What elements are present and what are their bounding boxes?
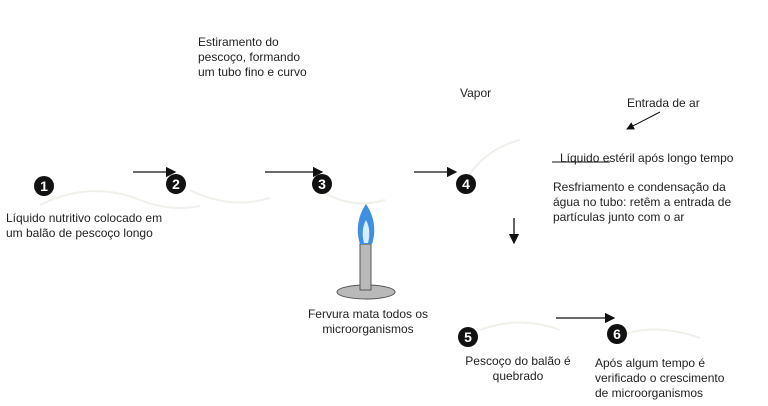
step-4-marker: 4 bbox=[456, 174, 476, 194]
burner-tube bbox=[359, 243, 372, 291]
air-inlet-label: Entrada de ar bbox=[627, 96, 700, 110]
step-6-caption: Após algum tempo é verificado o crescime… bbox=[595, 356, 725, 400]
bunsen-burner bbox=[336, 204, 396, 300]
step-1-caption: Líquido nutritivo colocado em um balão d… bbox=[6, 211, 163, 240]
step-3-marker: 3 bbox=[312, 174, 332, 194]
cooling-label: Resfriamento e condensação da água no tu… bbox=[553, 180, 732, 224]
step-3-caption: Fervura mata todos os microorganismos bbox=[307, 307, 429, 336]
step-2-marker: 2 bbox=[166, 174, 186, 194]
air-inlet-pointer bbox=[626, 111, 661, 130]
flame-core bbox=[362, 220, 370, 243]
step-1-marker: 1 bbox=[34, 176, 54, 196]
step-5-marker: 5 bbox=[458, 327, 478, 347]
step-6-marker: 6 bbox=[607, 324, 627, 344]
step-2-caption: Estiramento do pescoço, formando um tubo… bbox=[198, 35, 307, 79]
sterile-liquid-label: Líquido estéril após longo tempo bbox=[560, 151, 734, 165]
step-5-caption: Pescoço do balão é quebrado bbox=[465, 354, 571, 383]
step-4-caption: Vapor bbox=[460, 86, 492, 100]
